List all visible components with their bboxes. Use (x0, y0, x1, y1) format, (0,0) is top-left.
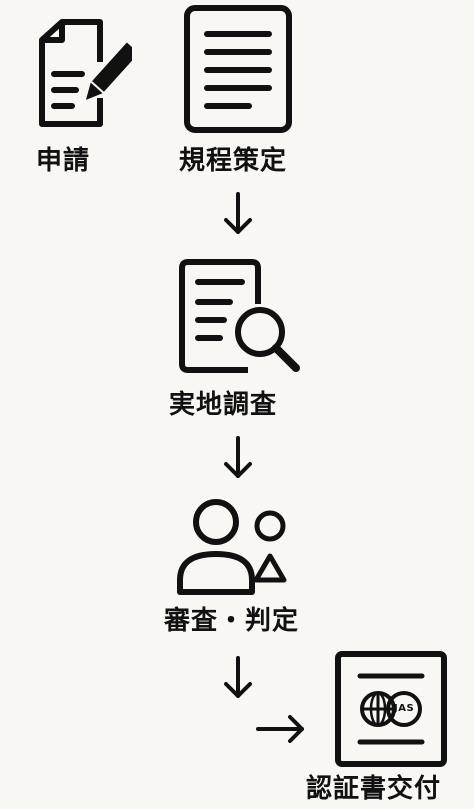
step-label-rules: 規程策定 (179, 146, 288, 176)
step-rules (183, 4, 293, 134)
step-apply (22, 12, 132, 132)
step-review (174, 498, 290, 596)
arrow-down-icon (224, 656, 252, 698)
certificate-icon (335, 651, 447, 767)
step-label-apply: 申請 (36, 146, 91, 176)
jas-mark-icon (360, 691, 422, 727)
step-inspect (178, 258, 304, 376)
arrow-down-icon (224, 436, 252, 478)
arrow-right-icon (256, 715, 304, 743)
step-label-certify: 認証書交付 (306, 774, 442, 804)
step-label-review: 審査・判定 (164, 606, 300, 636)
step-label-inspect: 実地調査 (169, 390, 278, 420)
jas-badge-text: JAS (394, 703, 415, 714)
document-search-icon (179, 259, 300, 373)
step-certify: JAS (334, 650, 448, 768)
people-icon (177, 499, 287, 595)
document-lines-icon (184, 5, 292, 133)
document-pen-icon (39, 19, 132, 127)
arrow-down-icon (224, 192, 252, 234)
